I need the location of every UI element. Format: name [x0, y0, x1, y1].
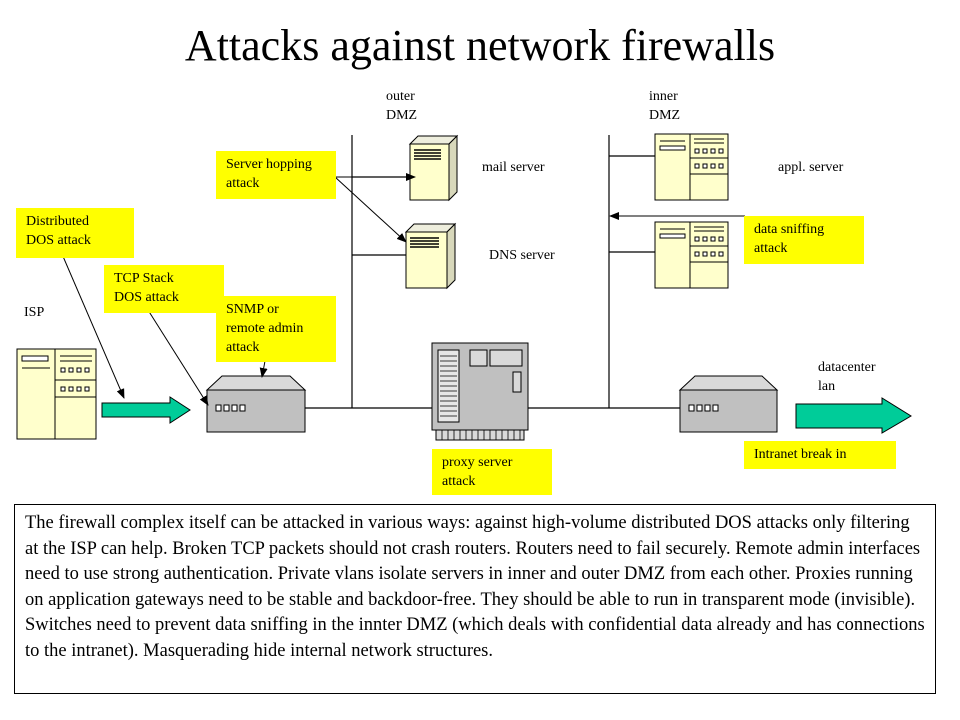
- attack-arrows: [61, 173, 745, 406]
- appl-server-device-2: [654, 221, 729, 289]
- distributed-dos-attack-note: Distributed DOS attack: [16, 208, 134, 258]
- data-sniffing-attack-note: data sniffing attack: [744, 216, 864, 264]
- isp-rack-device: [16, 348, 97, 440]
- tcp-stack-arrow: [147, 309, 209, 406]
- server-hopping-attack-note: Server hopping attack: [216, 151, 336, 199]
- datacenter-traffic-arrow: [795, 397, 912, 434]
- appl-server-label: appl. server: [778, 160, 844, 175]
- proxy-server-device: [431, 342, 529, 441]
- dns-server-label: DNS server: [489, 248, 555, 263]
- intranet-break-in-note: Intranet break in: [744, 441, 896, 469]
- slide-title: Attacks against network firewalls: [184, 21, 776, 70]
- mail-server-label: mail server: [482, 160, 545, 175]
- isp-label: ISP: [24, 305, 45, 320]
- snmp-remote-admin-attack-note: SNMP or remote admin attack: [216, 296, 336, 362]
- server-hopping-dns-arrow: [334, 176, 407, 243]
- description-text-box: The firewall complex itself can be attac…: [14, 504, 936, 694]
- distributed-dos-arrow: [61, 253, 125, 399]
- proxy-server-attack-note: proxy server attack: [432, 449, 552, 495]
- inner-dmz-label: inner DMZ: [649, 89, 681, 123]
- router-firewall-device: [205, 375, 307, 433]
- tcp-stack-dos-attack-note: TCP Stack DOS attack: [104, 265, 224, 313]
- dns-server-device: [404, 222, 457, 290]
- inner-router-device: [678, 375, 779, 433]
- mail-server-device: [408, 134, 459, 202]
- datacenter-lan-label: datacenter lan: [818, 360, 876, 394]
- outer-dmz-label: outer DMZ: [386, 89, 418, 123]
- snmp-arrow: [259, 360, 268, 378]
- isp-traffic-arrow: [101, 396, 191, 424]
- appl-server-device: [654, 133, 729, 201]
